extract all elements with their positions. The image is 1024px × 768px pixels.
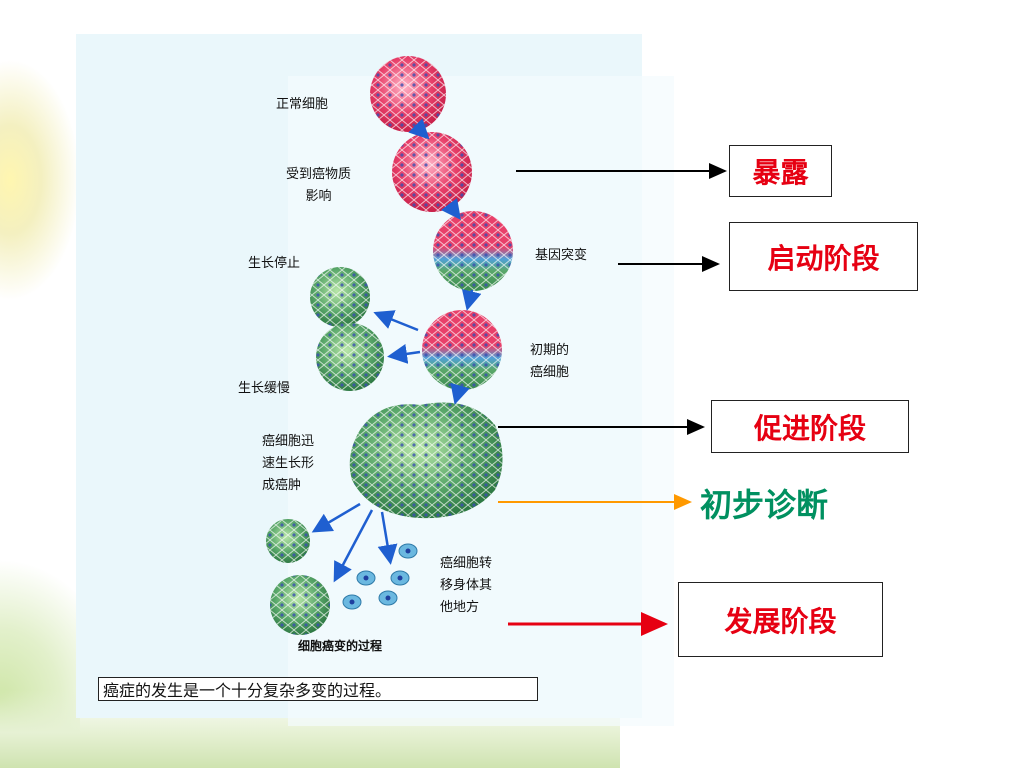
label-tumor: 癌细胞迅 速生长形 成癌肿 <box>262 434 315 493</box>
stage-initiation: 启动阶段 <box>729 222 918 291</box>
metastasis-cells <box>266 519 418 635</box>
normal-cell <box>370 56 446 132</box>
early-cancer-cell <box>422 310 502 390</box>
label-affected-cell: 受到癌物质 影响 <box>286 167 352 204</box>
flow-arrows <box>311 118 482 583</box>
mutated-cell <box>433 211 513 291</box>
label-early-cancer: 初期的 癌细胞 <box>530 343 570 380</box>
slow-growth-cell <box>316 323 384 391</box>
background-decoration-left <box>0 0 80 768</box>
stage-exposure: 暴露 <box>729 145 832 197</box>
affected-cell <box>392 132 472 212</box>
label-growth-slow: 生长缓慢 <box>238 381 291 396</box>
stage-diagnosis: 初步诊断 <box>700 486 829 524</box>
label-metastasis: 癌细胞转 移身体其 他地方 <box>440 556 493 615</box>
figure-title: 细胞癌变的过程 <box>298 639 383 653</box>
label-growth-stop: 生长停止 <box>248 256 301 271</box>
growth-stop-cell <box>310 267 370 327</box>
figure-caption: 癌症的发生是一个十分复杂多变的过程。 <box>98 677 538 701</box>
stage-progression: 发展阶段 <box>678 582 883 657</box>
figure-inner-panel <box>288 76 674 726</box>
label-mutation: 基因突变 <box>535 248 588 263</box>
label-normal-cell: 正常细胞 <box>276 97 329 112</box>
tumor-mass <box>349 402 503 519</box>
stage-promotion: 促进阶段 <box>711 400 909 453</box>
